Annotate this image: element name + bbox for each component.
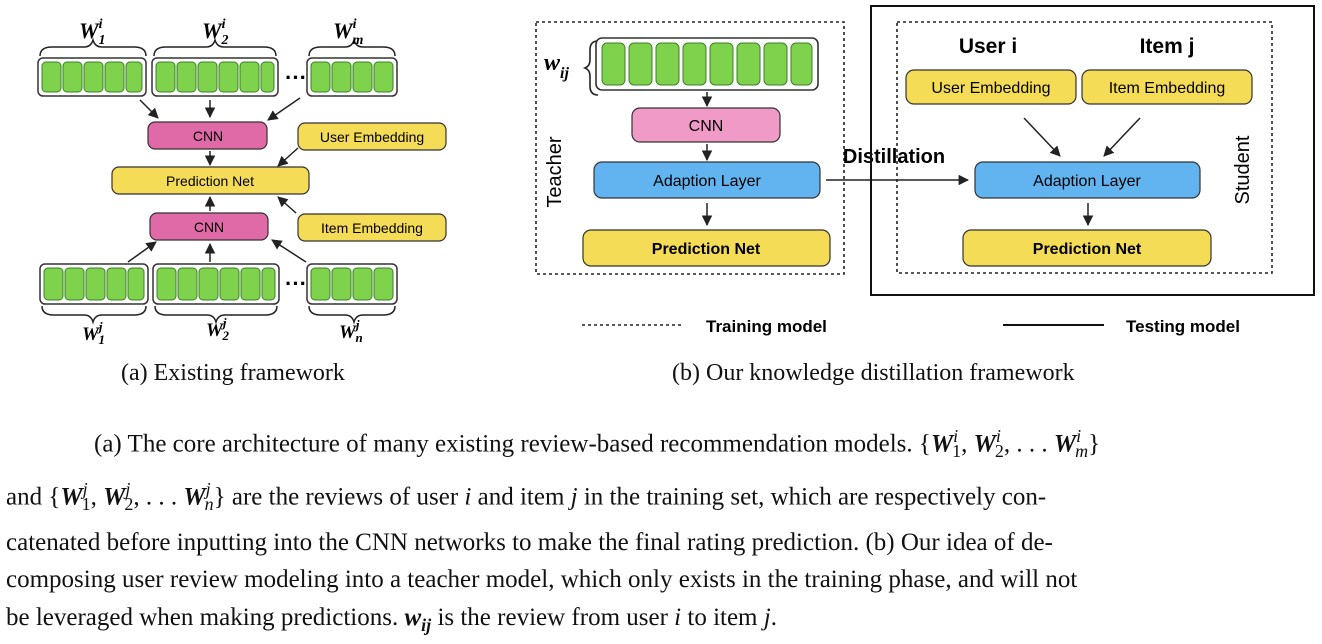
user-embedding-box-a (297, 122, 447, 151)
distillation-label: Distillation (843, 146, 945, 168)
item-embedding-box-b (1081, 69, 1253, 105)
item-j-label: Item j (1140, 35, 1195, 58)
figure-caption: (a) The core architecture of many existi… (6, 418, 1316, 644)
caption-line-2: and {Wj1, Wj2, . . . Wjn} are the review… (6, 478, 1047, 515)
user-embedding-label-a: User Embedding (320, 129, 424, 145)
bottom-brace-1 (41, 305, 147, 325)
prediction-box-a (111, 166, 310, 195)
panel-a-caption: (a) Existing framework (121, 360, 345, 386)
user-embedding-box-b (905, 69, 1077, 105)
teacher-box (535, 21, 845, 275)
caption-line-5: be leveraged when making predictions. wi… (6, 603, 777, 635)
item-embedding-label-a: Item Embedding (321, 220, 423, 236)
prediction-label-a: Prediction Net (166, 173, 254, 189)
teacher-adaption-box (593, 161, 821, 199)
review-block-b (595, 37, 819, 91)
item-embedding-label-b: Item Embedding (1109, 80, 1226, 97)
bottom-review-block-1 (39, 263, 149, 305)
student-label: Student (1232, 135, 1254, 204)
top-brace-3 (308, 37, 396, 57)
arrow-item-pred (277, 196, 297, 214)
top-review-block-3 (306, 57, 398, 97)
top-review-block-1 (37, 57, 147, 97)
bottom-review-block-2 (152, 263, 280, 305)
review-label: wij (544, 50, 569, 82)
arrow-bot1-cnn (127, 241, 157, 263)
item-embedding-box-a (297, 213, 447, 242)
bottom-review-block-3 (306, 263, 398, 305)
arrow-item-adaption (1103, 117, 1141, 157)
bottom-brace-3 (308, 305, 396, 325)
arrow-top3-cnn (267, 97, 301, 121)
testing-box (870, 5, 1315, 296)
student-prediction-label: Prediction Net (1033, 241, 1142, 258)
review-brace (582, 40, 599, 96)
top-ellipsis: ··· (285, 65, 307, 90)
top-review-block-2 (151, 57, 279, 97)
cnn-bottom-box (149, 212, 269, 241)
teacher-prediction-label: Prediction Net (652, 241, 761, 258)
cnn-box-b (631, 107, 781, 143)
panel-b: Teacher wij CNN Adaption Layer Predictio… (535, 5, 1315, 336)
arrow-bot3-cnn (271, 239, 307, 263)
top-brace-2 (153, 37, 277, 57)
caption-line-3: catenated before inputting into the CNN … (6, 528, 1053, 556)
caption-line-1: (a) The core architecture of many existi… (94, 426, 1101, 462)
arrow-top1-cnn (139, 99, 159, 119)
panel-b-caption: (b) Our knowledge distillation framework (672, 360, 1075, 386)
bottom-brace-2 (154, 305, 278, 325)
student-adaption-label: Adaption Layer (1033, 173, 1141, 190)
teacher-adaption-label: Adaption Layer (653, 173, 761, 190)
top-brace-1 (39, 37, 147, 57)
cnn-label-b: CNN (689, 118, 724, 135)
legend-training-label: Training model (706, 317, 827, 336)
teacher-label: Teacher (544, 136, 566, 207)
arrow-user-adaption (1023, 117, 1061, 157)
student-box (896, 21, 1273, 274)
student-adaption-box (974, 161, 1201, 199)
user-i-label: User i (959, 35, 1017, 58)
caption-line-4: composing user review modeling into a te… (6, 566, 1078, 594)
legend-testing-label: Testing model (1126, 317, 1240, 336)
student-prediction-box (962, 229, 1212, 267)
bottom-ellipsis: ··· (285, 271, 307, 296)
teacher-prediction-box (582, 229, 831, 267)
cnn-bottom-label: CNN (194, 219, 224, 235)
cnn-top-label: CNN (193, 128, 223, 144)
cnn-top-box (147, 121, 268, 150)
arrow-user-pred (277, 147, 299, 167)
user-embedding-label-b: User Embedding (931, 80, 1050, 97)
